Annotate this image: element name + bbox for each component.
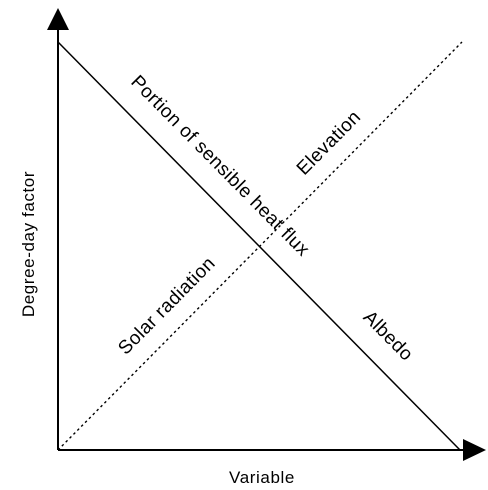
x-axis-arrowhead xyxy=(463,439,486,461)
increasing-line-label-2: Elevation xyxy=(293,107,365,180)
increasing-line xyxy=(57,41,463,451)
y-axis-arrowhead xyxy=(47,8,69,30)
decreasing-line xyxy=(57,41,461,451)
x-axis-label: Variable xyxy=(229,468,295,487)
y-axis-label: Degree-day factor xyxy=(19,171,38,317)
increasing-line-label-1: Solar radiation xyxy=(114,253,219,359)
decreasing-line-label-1: Portion of sensible heat flux xyxy=(126,72,313,261)
